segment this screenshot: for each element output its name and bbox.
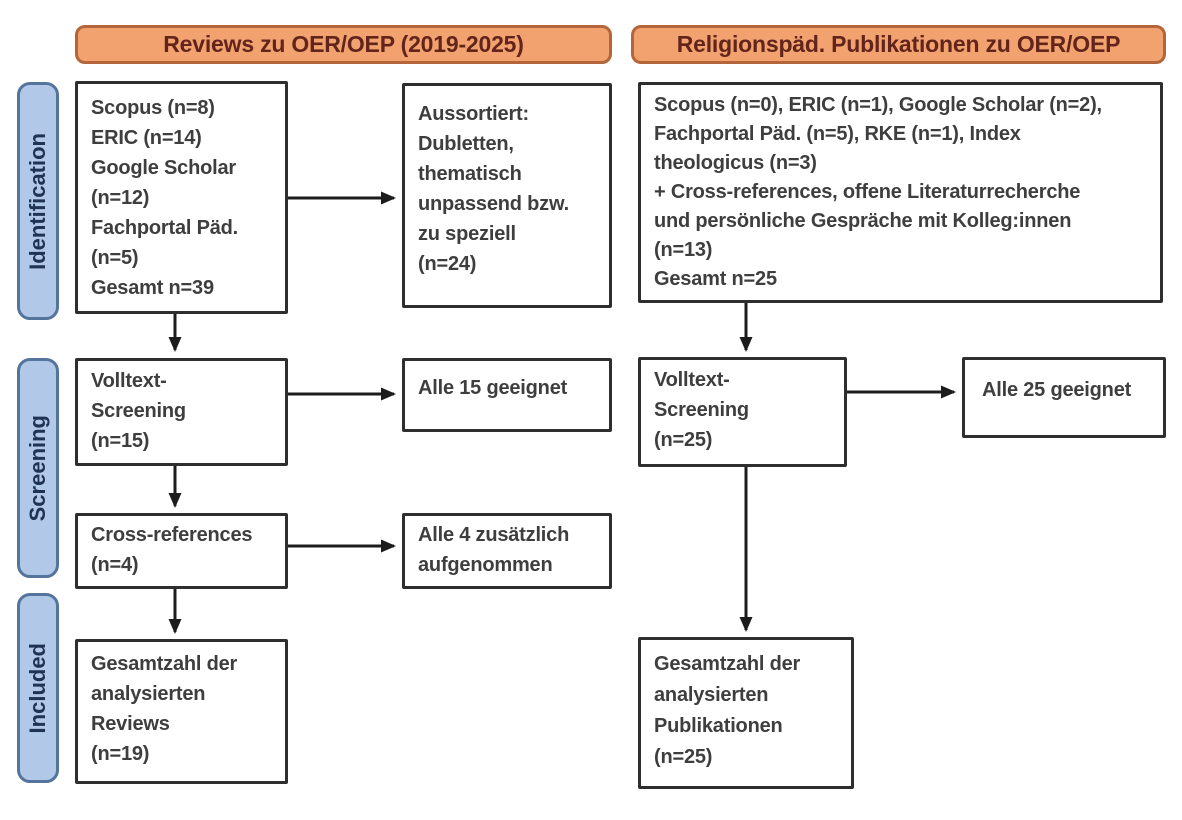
stage-label-identification: Identification xyxy=(17,82,59,320)
box-right-sources: Scopus (n=0), ERIC (n=1), Google Scholar… xyxy=(638,82,1163,303)
box-left-fulltext-screening: Volltext- Screening (n=15) xyxy=(75,358,288,466)
column-header-religionspaed: Religionspäd. Publikationen zu OER/OEP xyxy=(631,25,1166,64)
column-header-reviews: Reviews zu OER/OEP (2019-2025) xyxy=(75,25,612,64)
box-left-sources: Scopus (n=8) ERIC (n=14) Google Scholar … xyxy=(75,81,288,314)
stage-label-included-text: Included xyxy=(25,642,50,734)
box-right-fulltext-result: Alle 25 geeignet xyxy=(962,357,1166,438)
box-left-total-included: Gesamtzahl der analysierten Reviews (n=1… xyxy=(75,639,288,784)
box-left-excluded: Aussortiert: Dubletten, thematisch unpas… xyxy=(402,83,612,308)
stage-label-screening: Screening xyxy=(17,358,59,578)
column-header-reviews-label: Reviews zu OER/OEP (2019-2025) xyxy=(163,31,524,57)
stage-label-screening-text: Screening xyxy=(25,414,50,522)
box-left-cross-references-result: Alle 4 zusätzlich aufgenommen xyxy=(402,513,612,589)
column-header-religionspaed-label: Religionspäd. Publikationen zu OER/OEP xyxy=(676,31,1121,57)
stage-label-included: Included xyxy=(17,593,59,783)
box-right-total-included: Gesamtzahl der analysierten Publikatione… xyxy=(638,637,854,789)
box-left-cross-references: Cross-references (n=4) xyxy=(75,513,288,589)
box-left-fulltext-result: Alle 15 geeignet xyxy=(402,358,612,432)
stage-label-identification-text: Identification xyxy=(25,132,50,270)
box-right-fulltext-screening: Volltext- Screening (n=25) xyxy=(638,357,847,467)
